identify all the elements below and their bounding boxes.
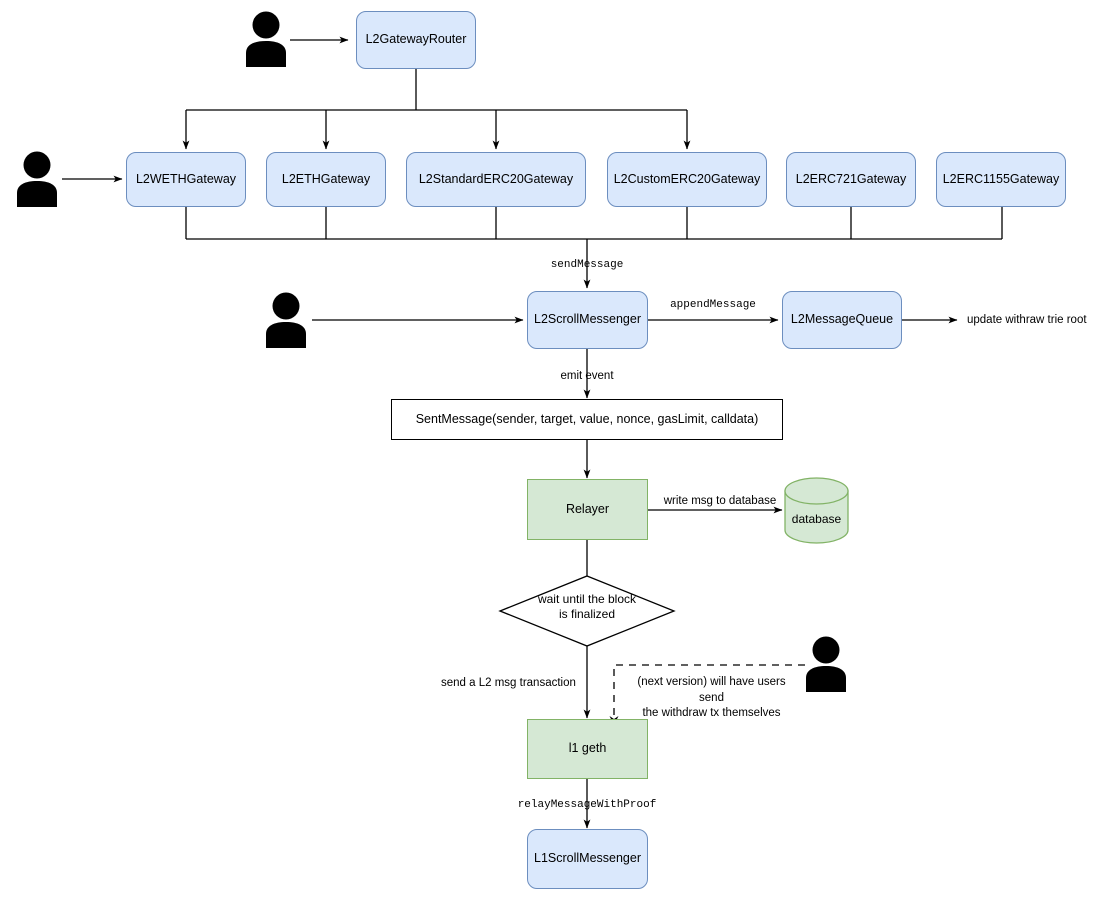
node-l2-custom-erc20-gateway[interactable]: L2CustomERC20Gateway — [607, 152, 767, 207]
edge-label-next-version-note: (next version) will have users send the … — [624, 675, 799, 722]
node-sent-message-event[interactable]: SentMessage(sender, target, value, nonce… — [391, 399, 783, 440]
node-label: l1 geth — [568, 741, 607, 756]
node-l2-scroll-messenger[interactable]: L2ScrollMessenger — [527, 291, 648, 349]
actor-head-icon — [272, 292, 300, 320]
edge-label-send-message: sendMessage — [550, 259, 624, 271]
node-label: L2StandardERC20Gateway — [418, 171, 574, 186]
actor-body-icon — [806, 666, 846, 692]
edge-label-emit-event: emit event — [560, 370, 614, 382]
node-l2-standard-erc20-gateway[interactable]: L2StandardERC20Gateway — [406, 152, 586, 207]
node-label: L1ScrollMessenger — [534, 851, 641, 866]
node-label: L2ERC721Gateway — [795, 171, 907, 186]
node-label: L2GatewayRouter — [365, 32, 467, 47]
actor-user-router — [243, 10, 289, 68]
node-label: L2ERC1155Gateway — [942, 171, 1060, 186]
database-cylinder — [784, 477, 849, 544]
actor-user-gateway — [14, 150, 60, 208]
node-label: L2ScrollMessenger — [534, 312, 641, 327]
next-version-line-2: the withdraw tx themselves — [642, 707, 781, 720]
edge-label-update-trie-root: update withraw trie root — [967, 314, 1087, 326]
node-label: SentMessage(sender, target, value, nonce… — [415, 411, 759, 426]
node-label: L2MessageQueue — [790, 312, 894, 327]
node-l2-erc721-gateway[interactable]: L2ERC721Gateway — [786, 152, 916, 207]
node-l2-erc1155-gateway[interactable]: L2ERC1155Gateway — [936, 152, 1066, 207]
node-l2-gateway-router[interactable]: L2GatewayRouter — [356, 11, 476, 69]
node-l2-weth-gateway[interactable]: L2WETHGateway — [126, 152, 246, 207]
node-relayer[interactable]: Relayer — [527, 479, 648, 540]
actor-head-icon — [23, 151, 51, 179]
wait-label-line-2: is finalized — [558, 607, 616, 621]
node-l2-message-queue[interactable]: L2MessageQueue — [782, 291, 902, 349]
actor-body-icon — [17, 181, 57, 207]
wait-until-finalized-label: wait until the block is finalized — [512, 592, 662, 622]
node-l1-geth[interactable]: l1 geth — [527, 719, 648, 779]
node-label: Relayer — [565, 501, 610, 516]
node-label: L2WETHGateway — [135, 171, 237, 186]
edge-label-write-msg-to-database: write msg to database — [663, 495, 777, 507]
wait-label-line-1: wait until the block — [537, 592, 637, 606]
edge-label-relay-message-with-proof: relayMessageWithProof — [517, 799, 657, 811]
node-label: L2CustomERC20Gateway — [613, 171, 761, 186]
edge-label-append-message: appendMessage — [670, 299, 756, 311]
next-version-line-1: (next version) will have users send — [637, 676, 786, 704]
node-l2-eth-gateway[interactable]: L2ETHGateway — [266, 152, 386, 207]
actor-body-icon — [266, 322, 306, 348]
actor-user-withdraw — [803, 635, 849, 693]
database-label: database — [791, 512, 842, 526]
node-l1-scroll-messenger[interactable]: L1ScrollMessenger — [527, 829, 648, 889]
actor-head-icon — [812, 636, 840, 664]
actor-user-messenger — [263, 291, 309, 349]
actor-body-icon — [246, 41, 286, 67]
node-label: L2ETHGateway — [281, 171, 371, 186]
actor-head-icon — [252, 11, 280, 39]
edge-label-send-l2-msg-transaction: send a L2 msg transaction — [441, 677, 576, 689]
